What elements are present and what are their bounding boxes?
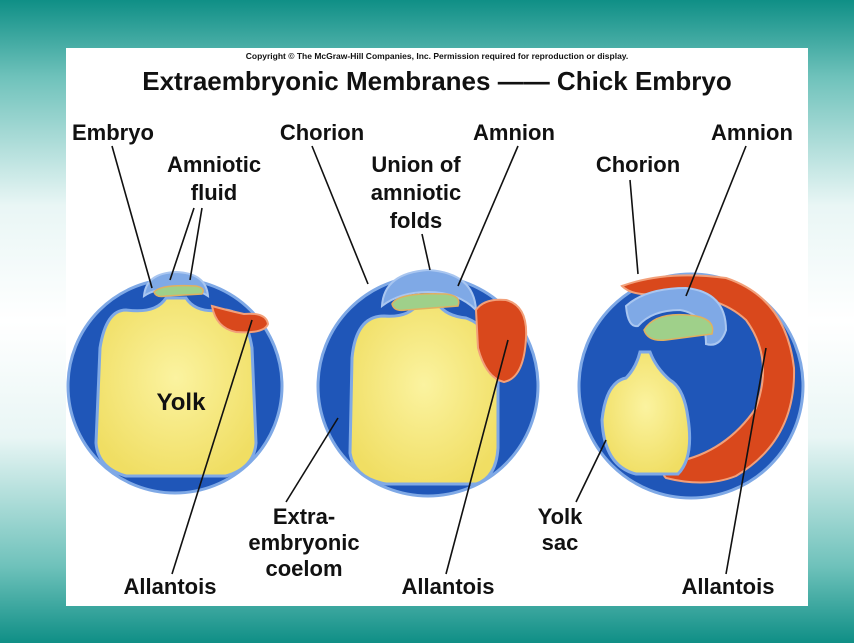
label-embryo: Embryo [72, 120, 154, 145]
leader-allantois-right [725, 347, 767, 575]
diagram-canvas: Copyright © The McGraw-Hill Companies, I… [66, 51, 805, 599]
leader-chorion-right [629, 179, 639, 275]
leader-amnion-right [685, 145, 747, 297]
label-chorion-left: Chorion [280, 120, 364, 145]
label-allantois-middle: Allantois [402, 574, 495, 599]
label-yolk-sac-line2: sac [542, 530, 579, 555]
label-extraembryonic-line1: Extra- [273, 504, 335, 529]
label-amniotic-fluid-line2: fluid [191, 180, 237, 205]
diagram-title: Extraembryonic Membranes —— Chick Embryo [142, 66, 732, 96]
leader-yolk-sac [575, 439, 607, 503]
label-allantois-left: Allantois [124, 574, 217, 599]
label-union-line3: folds [390, 208, 443, 233]
leader-amnion-middle [457, 145, 519, 287]
egg-stage-2 [316, 268, 540, 498]
egg-stage-3 [577, 272, 805, 500]
leader-union [421, 233, 431, 271]
egg-stage-1 [66, 270, 284, 495]
label-allantois-right: Allantois [682, 574, 775, 599]
label-yolk-sac-line1: Yolk [538, 504, 584, 529]
label-union-line2: amniotic [371, 180, 461, 205]
leader-embryo [111, 145, 153, 289]
label-yolk: Yolk [157, 389, 207, 416]
leader-extraembryonic [285, 417, 339, 503]
leader-amniotic-fluid-a [169, 207, 195, 281]
label-chorion-right: Chorion [596, 152, 680, 177]
leader-chorion-left [311, 145, 369, 285]
leader-allantois-left [171, 319, 253, 575]
label-extraembryonic-line2: embryonic [248, 530, 359, 555]
leader-allantois-middle [445, 339, 509, 575]
label-union-line1: Union of [371, 152, 461, 177]
diagram-panel: Copyright © The McGraw-Hill Companies, I… [66, 48, 808, 606]
label-amnion-right: Amnion [711, 120, 793, 145]
copyright-notice: Copyright © The McGraw-Hill Companies, I… [246, 51, 629, 61]
leader-amniotic-fluid-b [189, 207, 203, 281]
label-extraembryonic-line3: coelom [265, 556, 342, 581]
label-amnion-middle: Amnion [473, 120, 555, 145]
leader-lines [111, 145, 767, 575]
label-amniotic-fluid-line1: Amniotic [167, 152, 261, 177]
